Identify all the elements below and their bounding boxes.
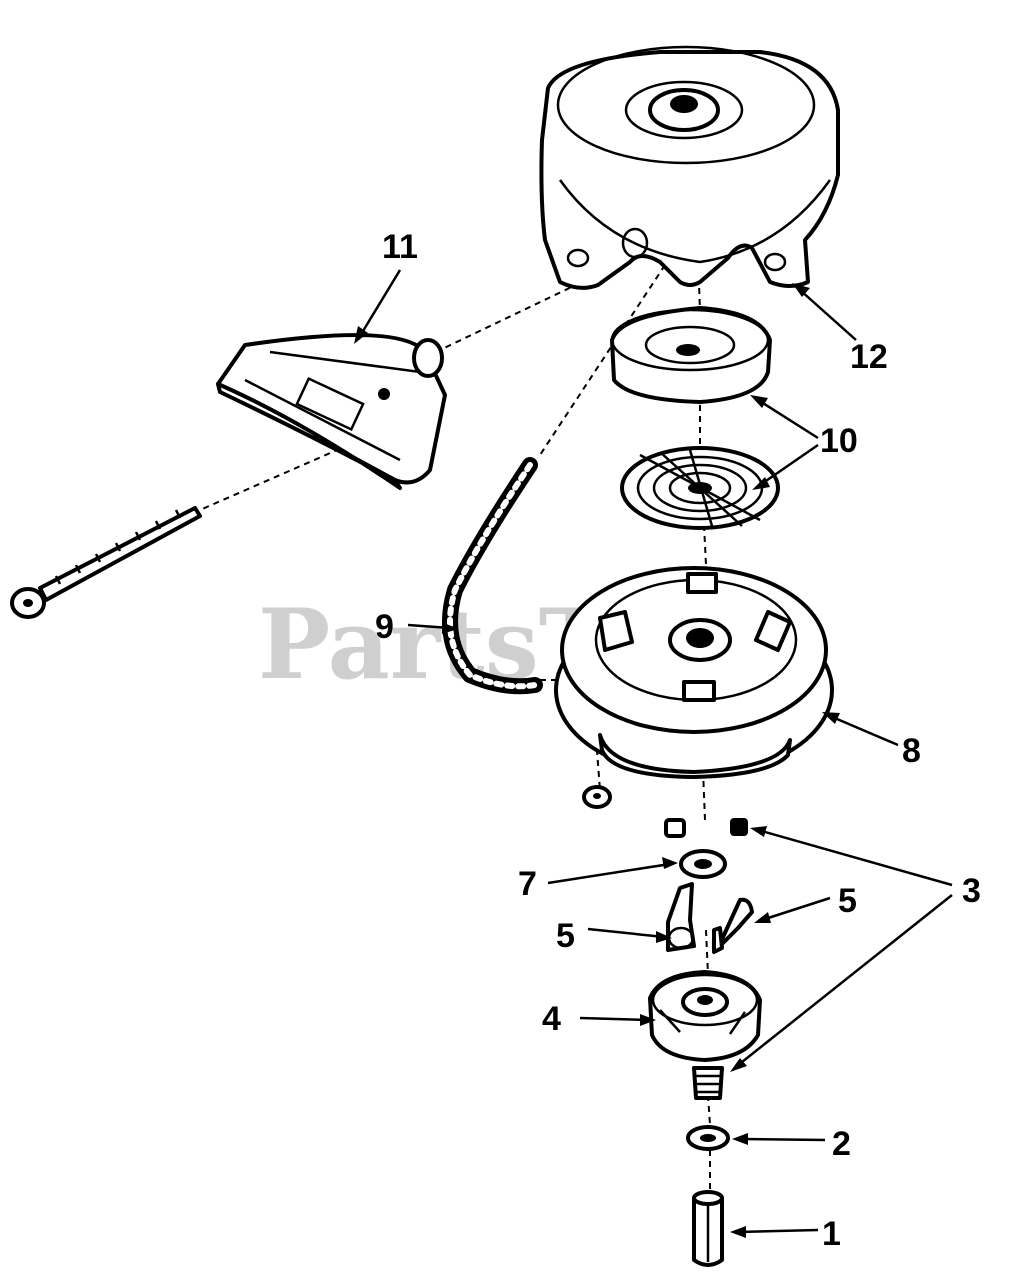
callout-7: 7	[518, 865, 537, 903]
screw-icon	[10, 506, 202, 619]
callout-5b: 5	[838, 882, 857, 920]
callout-8: 8	[902, 732, 921, 770]
housing-icon	[539, 45, 840, 290]
pin-icon	[692, 1190, 724, 1267]
callout-12: 12	[850, 338, 888, 376]
rewind-spring-icon	[620, 446, 780, 530]
leader-lines	[354, 269, 953, 1238]
callout-5a: 5	[556, 917, 575, 955]
callout-4: 4	[542, 1000, 561, 1038]
spring-icon	[664, 818, 748, 1100]
washer-icon-7	[679, 849, 727, 879]
callout-9: 9	[375, 608, 394, 646]
pulley-icon	[554, 566, 834, 779]
callout-3: 3	[962, 872, 981, 910]
callout-2: 2	[832, 1125, 851, 1163]
callouts: 11 12 10 9 8 7 5 5 3 4 2 1	[375, 228, 981, 1253]
rewind-spring-cover-icon	[610, 306, 772, 404]
pawl-retainer-icon	[648, 970, 762, 1062]
washer-icon-2	[686, 1125, 730, 1151]
pawl-icon	[666, 882, 754, 954]
callout-11: 11	[382, 228, 418, 266]
callout-10: 10	[820, 422, 858, 460]
rope-icon	[442, 457, 543, 695]
assembly-lines	[199, 254, 711, 1190]
handle-icon	[216, 333, 447, 490]
nut-icon	[582, 785, 612, 809]
callout-1: 1	[822, 1215, 841, 1253]
